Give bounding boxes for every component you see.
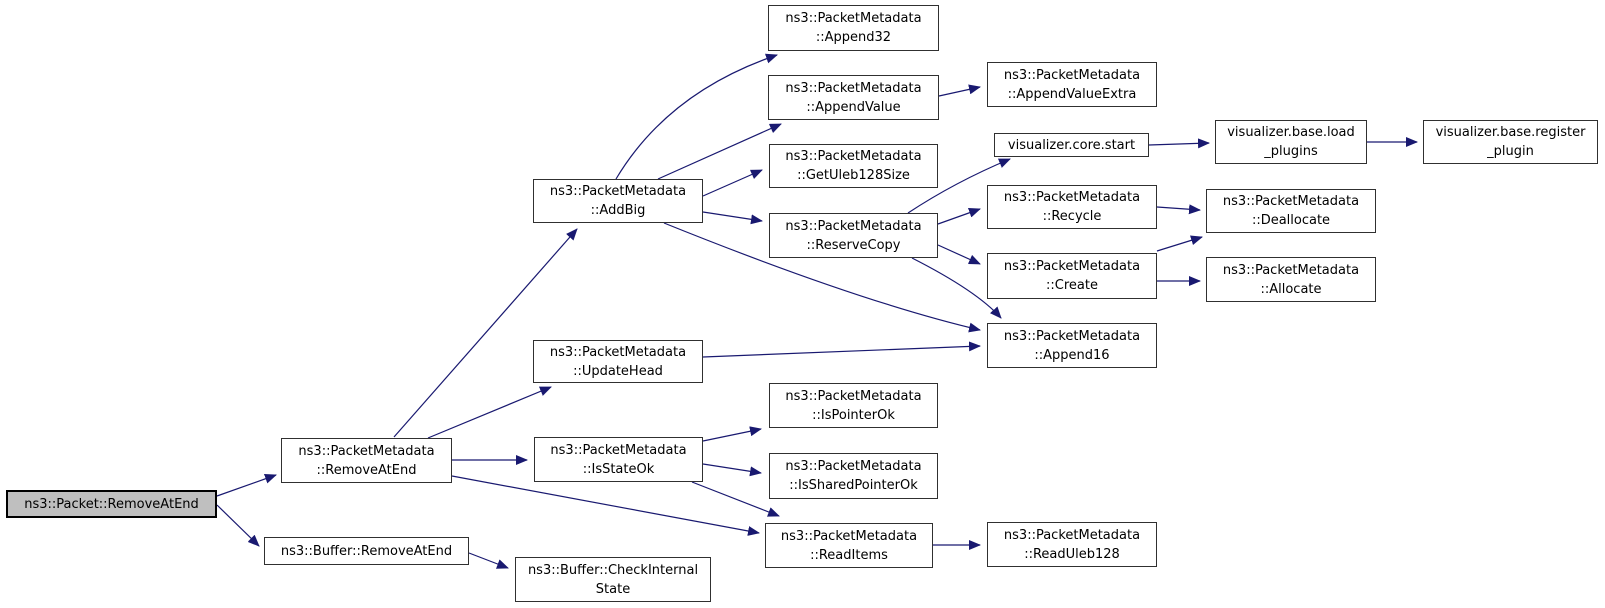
edge-add-big-to-append16 bbox=[663, 222, 981, 333]
node-label-line: ns3::PacketMetadata bbox=[1222, 194, 1360, 209]
node-label-line: ns3::PacketMetadata bbox=[549, 344, 687, 360]
node-label-line: ns3::PacketMetadata bbox=[1003, 259, 1141, 274]
graph-node-create[interactable]: ns3::PacketMetadata::Create bbox=[987, 253, 1157, 299]
node-label-line: ns3::PacketMetadata bbox=[785, 218, 922, 234]
node-label-line: ::Deallocate bbox=[1251, 213, 1331, 228]
edge-add-big-to-append32 bbox=[615, 53, 778, 180]
node-label-line: _plugin bbox=[1487, 144, 1534, 159]
node-label-line: ::ReserveCopy bbox=[806, 237, 901, 253]
node-label-line: ns3::PacketMetadata bbox=[785, 388, 922, 404]
node-label-line: ns3::PacketMetadata bbox=[1222, 262, 1360, 278]
node-label-line: ::IsStateOk bbox=[582, 461, 655, 477]
node-label-line: ::Append32 bbox=[815, 30, 892, 45]
node-label-line: ::ReadUleb128 bbox=[1024, 546, 1120, 562]
node-label-line: ns3::PacketMetadata bbox=[1003, 328, 1141, 344]
node-label-line: ::AppendValue bbox=[806, 99, 901, 115]
graph-node-reserve-copy[interactable]: ns3::PacketMetadata::ReserveCopy bbox=[769, 213, 938, 258]
edge-reserve-copy-to-recycle bbox=[937, 207, 981, 225]
edge-reserve-copy-to-append16 bbox=[911, 257, 1002, 319]
graph-node-get-uleb128-size[interactable]: ns3::PacketMetadata::GetUleb128Size bbox=[769, 144, 938, 188]
graph-node-read-uleb128[interactable]: ns3::PacketMetadata::ReadUleb128 bbox=[987, 522, 1157, 567]
node-label-line: ns3::Buffer::RemoveAtEnd bbox=[280, 543, 453, 559]
node-label-line: ns3::PacketMetadata bbox=[550, 442, 687, 458]
edge-packet-remove-at-end-to-packetmetadata-remove-at-end bbox=[216, 473, 277, 497]
node-label-line: ::Append16 bbox=[1034, 347, 1110, 363]
node-label-line: ::Allocate bbox=[1260, 281, 1322, 297]
node-label-line: ns3::PacketMetadata bbox=[785, 80, 922, 96]
graph-node-visualizer-core-start[interactable]: visualizer.core.start bbox=[994, 133, 1149, 157]
edge-is-state-ok-to-is-pointer-ok bbox=[702, 426, 762, 442]
node-label-line: ns3::PacketMetadata bbox=[785, 11, 922, 26]
edge-add-big-to-get-uleb128-size bbox=[702, 169, 763, 197]
node-label-line: ns3::Buffer::CheckInternal bbox=[527, 562, 699, 578]
node-label-line: ns3::PacketMetadata bbox=[1003, 67, 1141, 83]
graph-node-add-big[interactable]: ns3::PacketMetadata::AddBig bbox=[533, 179, 703, 223]
node-label-line: ::UpdateHead bbox=[573, 363, 663, 379]
edge-packetmetadata-remove-at-end-to-add-big bbox=[393, 228, 578, 438]
edge-visualizer-core-start-to-load-plugins bbox=[1148, 138, 1210, 149]
graph-node-append16[interactable]: ns3::PacketMetadata::Append16 bbox=[987, 323, 1157, 368]
node-label-line: ns3::PacketMetadata bbox=[1003, 527, 1141, 543]
graph-node-packetmetadata-remove-at-end[interactable]: ns3::PacketMetadata::RemoveAtEnd bbox=[281, 438, 452, 483]
edge-packetmetadata-remove-at-end-to-read-items bbox=[451, 475, 760, 536]
graph-node-update-head[interactable]: ns3::PacketMetadata::UpdateHead bbox=[533, 340, 703, 383]
edge-packet-remove-at-end-to-buffer-remove-at-end bbox=[216, 504, 260, 547]
node-label-line: visualizer.core.start bbox=[1007, 137, 1136, 153]
node-label-line: visualizer.base.register bbox=[1435, 125, 1586, 140]
node-label-line: ns3::PacketMetadata bbox=[549, 184, 687, 199]
node-label-line: ns3::Packet::RemoveAtEnd bbox=[24, 496, 199, 512]
graph-node-allocate[interactable]: ns3::PacketMetadata::Allocate bbox=[1206, 257, 1376, 302]
node-label-line: ::GetUleb128Size bbox=[797, 168, 910, 183]
node-label-line: ::ReadItems bbox=[810, 547, 888, 563]
graph-node-packet-remove-at-end[interactable]: ns3::Packet::RemoveAtEnd bbox=[6, 490, 217, 518]
node-label-line: ::IsPointerOk bbox=[812, 407, 895, 423]
edge-reserve-copy-to-visualizer-core-start bbox=[907, 158, 1011, 214]
edge-packetmetadata-remove-at-end-to-update-head bbox=[427, 386, 552, 439]
graph-node-register-plugin[interactable]: visualizer.base.register _plugin bbox=[1423, 120, 1598, 164]
graph-node-load-plugins[interactable]: visualizer.base.load _plugins bbox=[1215, 120, 1367, 164]
node-label-line: visualizer.base.load bbox=[1227, 125, 1355, 140]
node-label-line: ::AppendValueExtra bbox=[1007, 86, 1137, 102]
edge-is-state-ok-to-is-shared-pointer-ok bbox=[702, 463, 762, 477]
edge-create-to-deallocate bbox=[1156, 235, 1203, 252]
edge-buffer-remove-at-end-to-buffer-check-internal-state bbox=[468, 552, 509, 569]
edge-recycle-to-deallocate bbox=[1156, 204, 1201, 215]
node-label-line: ns3::PacketMetadata bbox=[785, 459, 922, 474]
edge-add-big-to-reserve-copy bbox=[702, 211, 763, 225]
edge-add-big-to-append-value bbox=[657, 123, 782, 180]
node-label-line: ::Create bbox=[1046, 278, 1098, 293]
graph-node-is-shared-pointer-ok[interactable]: ns3::PacketMetadata::IsSharedPointerOk bbox=[769, 453, 938, 499]
edge-append-value-to-append-value-extra bbox=[938, 84, 981, 97]
graph-node-buffer-remove-at-end[interactable]: ns3::Buffer::RemoveAtEnd bbox=[264, 537, 469, 565]
graph-node-deallocate[interactable]: ns3::PacketMetadata::Deallocate bbox=[1206, 189, 1376, 233]
graph-node-is-state-ok[interactable]: ns3::PacketMetadata::IsStateOk bbox=[534, 437, 703, 482]
node-label-line: ::Recycle bbox=[1042, 209, 1102, 224]
node-label-line: ns3::PacketMetadata bbox=[1003, 190, 1141, 205]
graph-node-append-value-extra[interactable]: ns3::PacketMetadata::AppendValueExtra bbox=[987, 62, 1157, 107]
node-label-line: ns3::PacketMetadata bbox=[785, 149, 922, 164]
edge-reserve-copy-to-create bbox=[937, 244, 981, 265]
node-label-line: ::AddBig bbox=[590, 203, 646, 218]
graph-node-recycle[interactable]: ns3::PacketMetadata::Recycle bbox=[987, 185, 1157, 229]
graph-node-is-pointer-ok[interactable]: ns3::PacketMetadata::IsPointerOk bbox=[769, 383, 938, 428]
node-label-line: State bbox=[595, 581, 631, 597]
graph-node-append-value[interactable]: ns3::PacketMetadata::AppendValue bbox=[768, 75, 939, 120]
edge-is-state-ok-to-read-items bbox=[691, 481, 780, 517]
node-label-line: ::RemoveAtEnd bbox=[316, 462, 417, 478]
graph-node-append32[interactable]: ns3::PacketMetadata::Append32 bbox=[768, 5, 939, 51]
node-label-line: ns3::PacketMetadata bbox=[780, 528, 918, 544]
edge-update-head-to-append16 bbox=[702, 341, 981, 358]
node-label-line: ns3::PacketMetadata bbox=[298, 443, 435, 459]
node-label-line: _plugins bbox=[1264, 144, 1318, 159]
node-label-line: ::IsSharedPointerOk bbox=[789, 478, 918, 493]
graph-node-read-items[interactable]: ns3::PacketMetadata::ReadItems bbox=[765, 523, 933, 568]
